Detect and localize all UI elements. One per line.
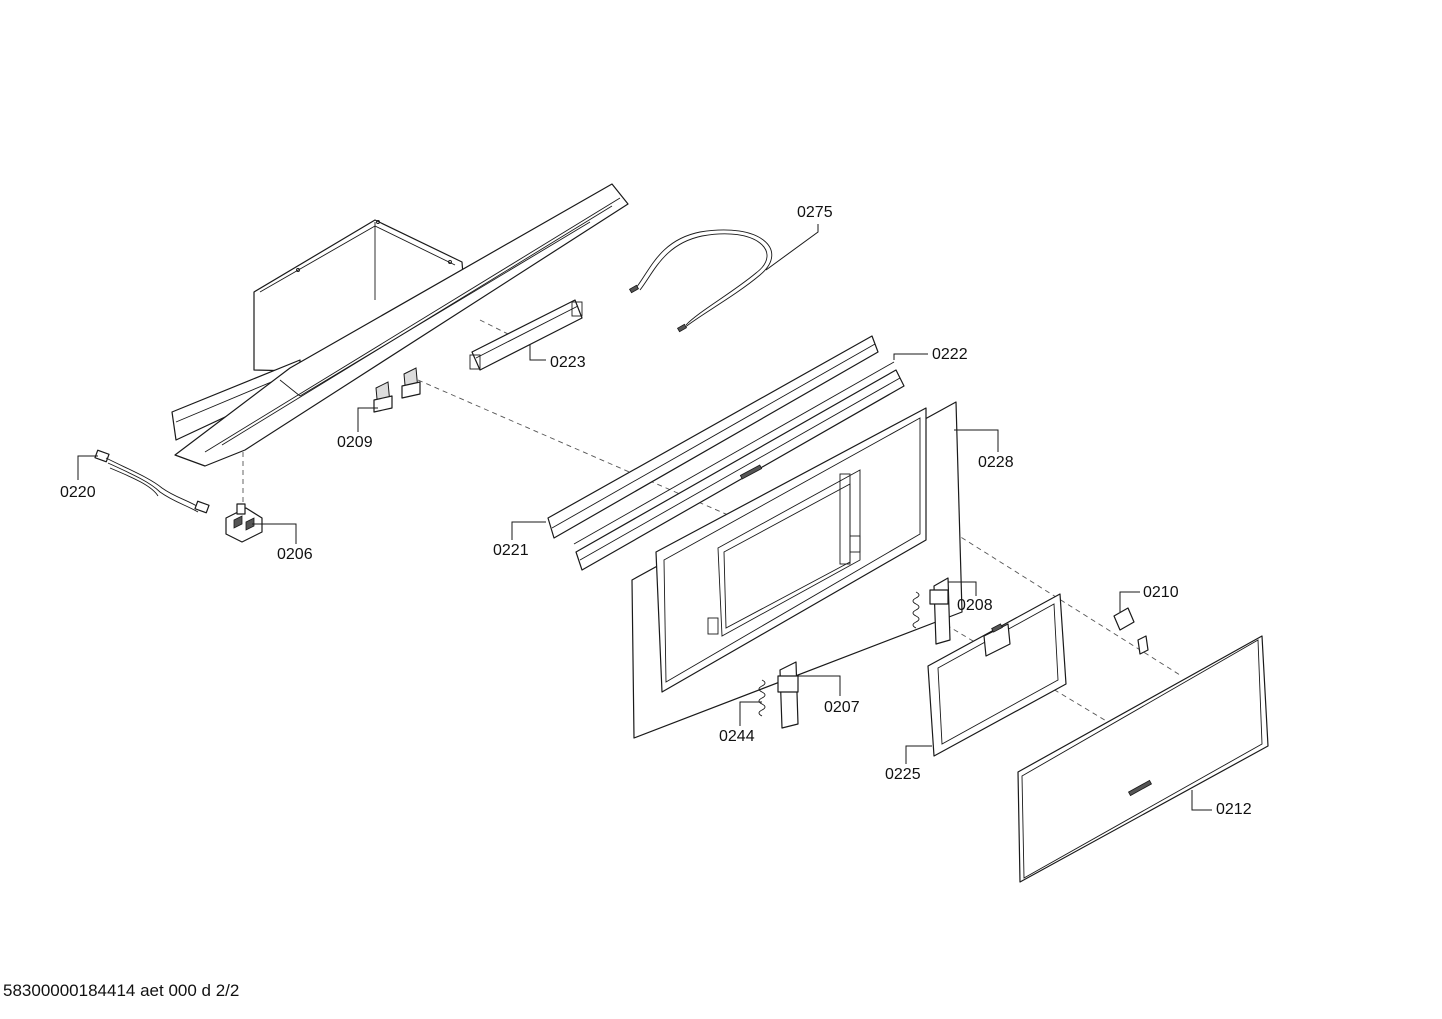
hinge-lower-part [758, 661, 799, 729]
hood-body-part [171, 183, 629, 467]
label-0222: 0222 [932, 346, 968, 363]
label-0208: 0208 [957, 597, 993, 614]
cable-part [628, 229, 773, 333]
label-0210: 0210 [1143, 584, 1179, 601]
document-id-footer: 58300000184414 aet 000 d 2/2 [3, 981, 240, 1000]
label-0228: 0228 [978, 454, 1014, 471]
wiring-harness-part [94, 449, 210, 514]
door-frame-part [631, 401, 963, 739]
clip-parts [373, 367, 421, 413]
hinge-upper-part [912, 577, 951, 645]
label-0225: 0225 [885, 766, 921, 783]
leader-lines [77, 224, 1212, 811]
inner-frame-part [927, 593, 1067, 757]
front-glass-panel-part [1017, 635, 1269, 883]
profile-rail-parts [547, 335, 905, 571]
label-0244: 0244 [719, 728, 755, 745]
label-0206: 0206 [277, 546, 313, 563]
label-0209: 0209 [337, 434, 373, 451]
label-0275: 0275 [797, 204, 833, 221]
latch-part [1113, 607, 1149, 655]
part-labels: 0275 0222 0223 0228 0209 0220 0206 0221 … [60, 204, 1252, 818]
label-0221: 0221 [493, 542, 529, 559]
light-bar-part [469, 299, 583, 371]
label-0207: 0207 [824, 699, 860, 716]
label-0220: 0220 [60, 484, 96, 501]
label-0212: 0212 [1216, 801, 1252, 818]
label-0223: 0223 [550, 354, 586, 371]
switch-module-part [225, 503, 263, 543]
